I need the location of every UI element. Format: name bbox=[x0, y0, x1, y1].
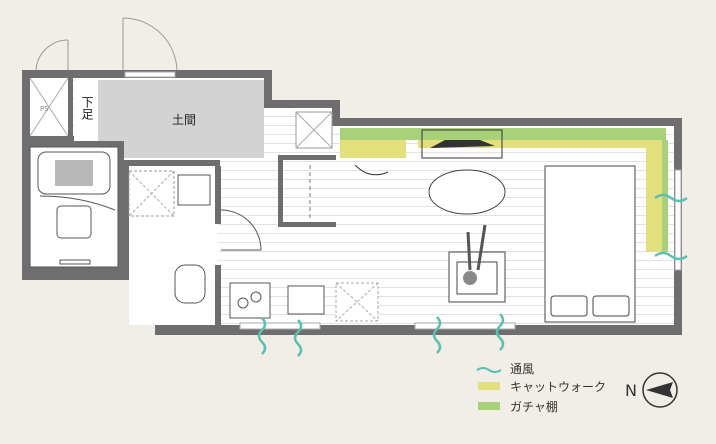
compass-label: N bbox=[625, 381, 637, 400]
desk bbox=[421, 129, 503, 159]
kitchen bbox=[229, 282, 379, 322]
catwalk-segment bbox=[418, 140, 646, 148]
washroom-door bbox=[220, 209, 262, 251]
wind-icon bbox=[654, 193, 688, 203]
catwalk-segment bbox=[646, 140, 662, 252]
catwalk-segment bbox=[340, 140, 406, 158]
table bbox=[428, 169, 506, 215]
gacha-shelf bbox=[340, 128, 666, 140]
bathroom bbox=[29, 146, 119, 268]
north-arrow-icon bbox=[646, 382, 673, 398]
ps-label: PS bbox=[40, 105, 49, 113]
entrance-doors bbox=[35, 17, 178, 73]
legend: 通風 キャットウォーク ガチャ棚 bbox=[476, 362, 606, 414]
genkan bbox=[98, 80, 264, 158]
pipe-space: PS bbox=[29, 77, 69, 137]
shoe-storage-label: 下足 bbox=[80, 96, 94, 121]
genkan-label: 土間 bbox=[172, 113, 196, 127]
legend-label: 通風 bbox=[510, 362, 534, 376]
wind-icon bbox=[654, 251, 688, 261]
washroom bbox=[128, 166, 218, 325]
legend-label: キャットウォーク bbox=[510, 380, 606, 394]
legend-label: ガチャ棚 bbox=[510, 399, 558, 414]
gacha-shelf-swatch bbox=[478, 402, 500, 410]
shoe-storage bbox=[75, 80, 98, 138]
compass: N bbox=[625, 372, 678, 408]
wind-icon bbox=[476, 367, 502, 373]
toilet bbox=[174, 264, 206, 304]
catwalk-swatch bbox=[478, 382, 500, 390]
